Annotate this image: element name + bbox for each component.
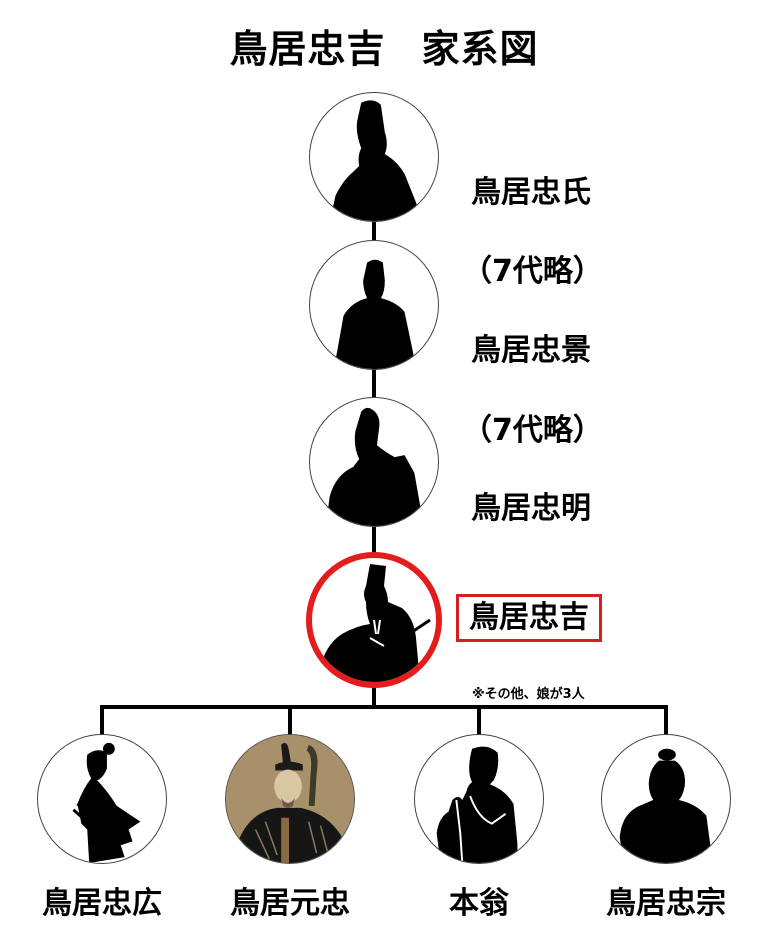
silhouette-samurai-profile-icon [72, 742, 141, 863]
portrait-tadayoshi [306, 552, 442, 688]
portrait-tadahiro [37, 734, 167, 864]
title-name: 鳥居忠吉 [229, 27, 386, 71]
connector-line [372, 683, 376, 709]
portrait-tadakage [309, 240, 439, 370]
sibling-bar [100, 705, 668, 709]
silhouette-courtier-icon [329, 100, 421, 221]
lineage-name-3-highlighted: 鳥居忠吉 [456, 594, 602, 642]
connector-line [372, 222, 376, 240]
child-name-3: 鳥居忠宗 [606, 886, 726, 921]
omitted-generations-label: （7代略） [462, 254, 603, 289]
connector-line [372, 527, 376, 553]
connector-line [288, 705, 292, 736]
child-name-2: 本翁 [449, 886, 509, 921]
painted-portrait-icon [226, 735, 354, 863]
page-title: 鳥居忠吉家系図 [0, 18, 768, 73]
portrait-honou [414, 734, 544, 864]
connector-line [477, 705, 481, 736]
portrait-tadamune [601, 734, 731, 864]
child-name-1: 鳥居元忠 [230, 886, 350, 921]
silhouette-seated-man-icon [333, 259, 417, 369]
connector-line [372, 370, 376, 397]
silhouette-topknot-icon [619, 748, 711, 863]
child-name-0: 鳥居忠広 [42, 886, 162, 921]
silhouette-armored-man-icon [325, 407, 421, 526]
portrait-tadauji [309, 92, 439, 222]
silhouette-monk-praying-icon [436, 746, 518, 863]
lineage-name-0: 鳥居忠氏 [471, 175, 591, 210]
daughters-note: ※その他、娘が3人 [472, 687, 585, 702]
lineage-name-2: 鳥居忠明 [471, 491, 591, 526]
portrait-tadaaki [309, 397, 439, 527]
title-suffix: 家系図 [421, 27, 539, 71]
omitted-generations-label: （7代略） [462, 413, 603, 448]
connector-line [664, 705, 668, 736]
connector-line [100, 705, 104, 736]
silhouette-samurai-sword-icon [320, 564, 431, 682]
portrait-mototada [225, 734, 355, 864]
lineage-name-1: 鳥居忠景 [471, 333, 591, 368]
